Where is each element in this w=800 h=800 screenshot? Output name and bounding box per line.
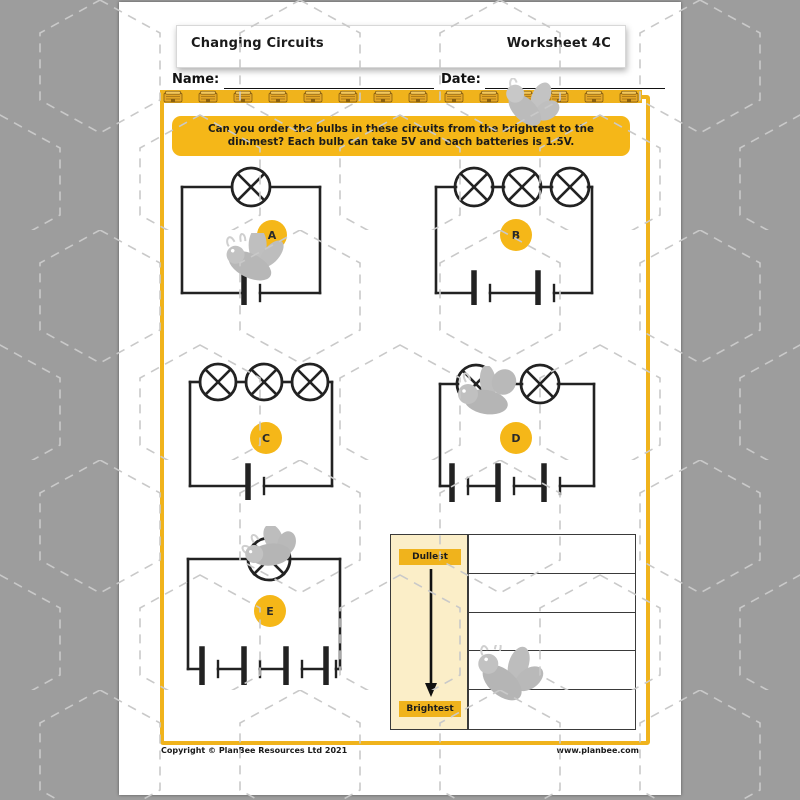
hive-icon (374, 90, 393, 103)
hive-icon (619, 90, 639, 103)
hive-icon (444, 90, 463, 103)
hive-border-strip (160, 90, 642, 103)
hive-icon (198, 90, 218, 103)
answer-row[interactable] (469, 535, 635, 574)
dullest-label: Dullest (399, 549, 461, 565)
copyright-text: Copyright © PlanBee Resources Ltd 2021 (161, 746, 348, 755)
instruction-text: Can you order the bulbs in these circuit… (208, 123, 594, 148)
circuit-label-e: E (254, 595, 286, 627)
answer-rows-column (468, 534, 636, 730)
brightness-scale-column: Dullest Brightest (390, 534, 468, 730)
website-link[interactable]: www.planbee.com (556, 746, 639, 755)
page-title: Changing Circuits (191, 36, 324, 51)
answer-table: Dullest Brightest (390, 534, 636, 730)
circuit-label-b: B (500, 219, 532, 251)
hive-icon (549, 90, 569, 103)
circuit-label-c: C (250, 422, 282, 454)
instruction-banner: Can you order the bulbs in these circuit… (172, 116, 630, 156)
hive-icon (409, 90, 428, 103)
name-label: Name: (172, 72, 220, 87)
hive-icon (338, 90, 358, 103)
title-bar: Changing Circuits Worksheet 4C (176, 25, 626, 68)
hive-icon (163, 90, 183, 103)
hive-icon (584, 90, 604, 103)
circuit-label-d: D (500, 422, 532, 454)
answer-row[interactable] (469, 613, 635, 652)
brightest-label: Brightest (399, 701, 461, 717)
date-input[interactable] (485, 88, 665, 89)
hive-icon (479, 90, 498, 103)
circuit-diagram-a (180, 166, 322, 305)
answer-row[interactable] (469, 651, 635, 691)
hive-icon (303, 90, 323, 103)
hive-icon (268, 90, 288, 103)
answer-row[interactable] (469, 574, 635, 613)
scale-arrow-icon (425, 569, 437, 697)
circuit-label-a: A (257, 220, 287, 250)
answer-row[interactable] (469, 690, 635, 729)
date-label: Date: (441, 72, 481, 87)
worksheet-label: Worksheet 4C (506, 36, 611, 51)
hive-icon (233, 90, 253, 103)
name-input[interactable] (224, 88, 434, 89)
hive-icon (514, 90, 533, 103)
